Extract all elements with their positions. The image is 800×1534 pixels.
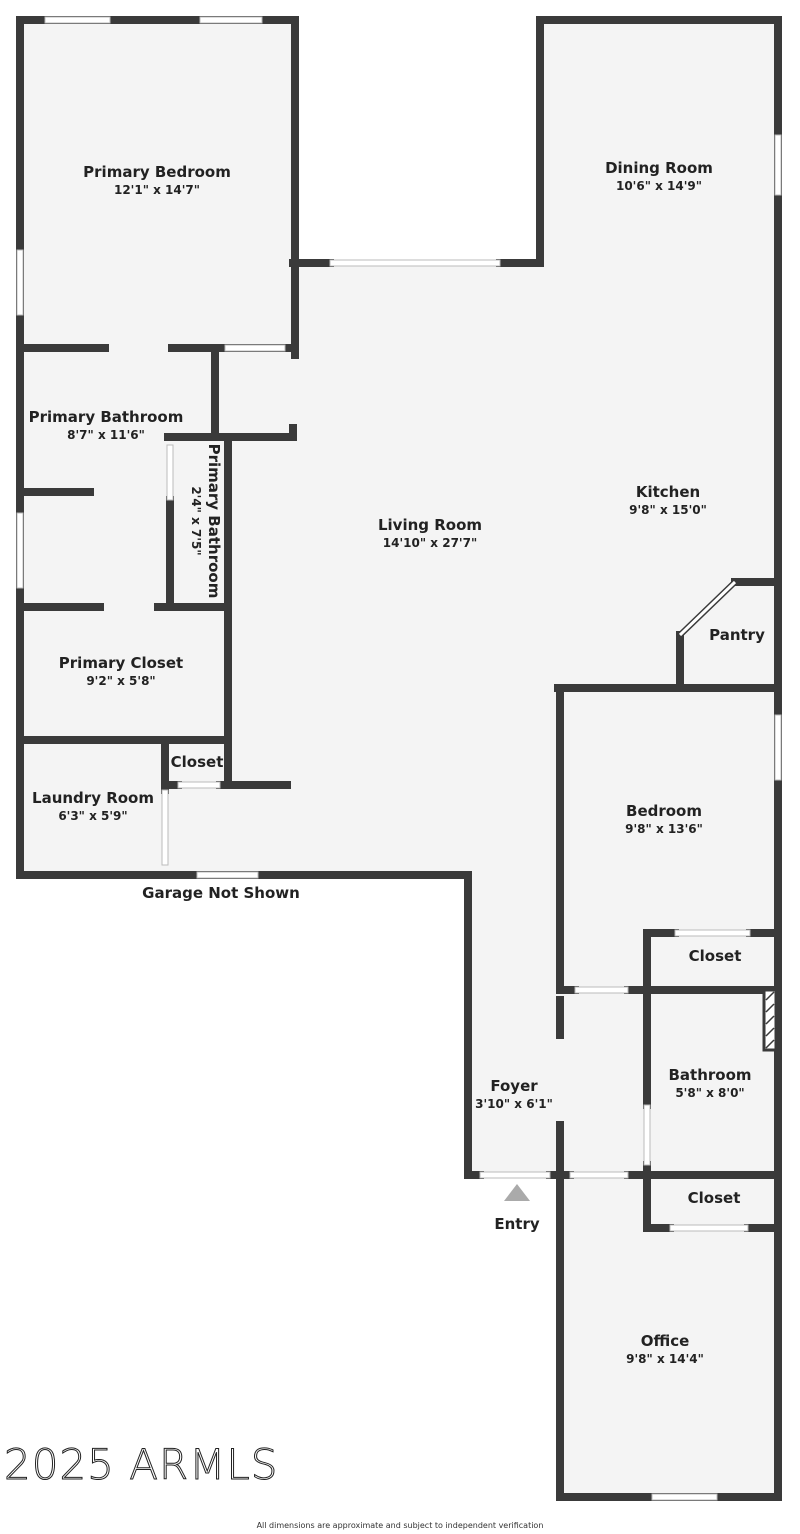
room-closet-laundry: Closet (171, 753, 224, 771)
room-name: Primary Bedroom (83, 163, 231, 181)
room-dims: 2'4" x 7'5" (189, 486, 203, 556)
footer-disclaimer: All dimensions are approximate and subje… (256, 1521, 544, 1530)
entry-label-text: Entry (494, 1215, 540, 1233)
room-closet-office: Closet (688, 1189, 741, 1207)
room-name: Closet (687, 1189, 741, 1207)
room-office: Office 9'8" x 14'4" (626, 1332, 704, 1366)
windows (16, 16, 782, 1501)
room-name: Primary Closet (58, 654, 184, 672)
room-laundry-room: Laundry Room 6'3" x 5'9" (32, 789, 154, 823)
room-name: Bathroom (668, 1066, 752, 1084)
room-dims: 8'7" x 11'6" (67, 428, 145, 442)
room-dining-room: Dining Room 10'6" x 14'9" (605, 159, 713, 193)
room-name: Primary Bathroom (205, 443, 223, 599)
room-name: Closet (170, 753, 224, 771)
room-name: Dining Room (605, 159, 713, 177)
room-living-room: Living Room 14'10" x 27'7" (378, 516, 482, 550)
room-dims: 12'1" x 14'7" (113, 183, 201, 197)
room-primary-closet: Primary Closet 9'2" x 5'8" (59, 654, 183, 688)
garage-note: Garage Not Shown (142, 884, 300, 902)
watermark: 2025 ARMLS (3, 1440, 279, 1490)
room-kitchen: Kitchen 9'8" x 15'0" (629, 483, 707, 517)
room-dims: 9'8" x 14'4" (626, 1352, 704, 1366)
room-primary-bedroom: Primary Bedroom 12'1" x 14'7" (83, 163, 231, 197)
room-dims: 14'10" x 27'7" (382, 536, 478, 550)
room-primary-bathroom: Primary Bathroom 8'7" x 11'6" (29, 408, 184, 442)
room-name: Laundry Room (32, 789, 154, 807)
room-name: Bedroom (626, 802, 702, 820)
hatched-fixture (762, 988, 778, 1052)
room-closet-bedroom: Closet (689, 947, 742, 965)
room-foyer: Foyer 3'10" x 6'1" (475, 1077, 553, 1111)
room-pantry: Pantry (709, 626, 765, 644)
entry-arrow-icon (504, 1184, 530, 1201)
entry-label: Entry (494, 1215, 539, 1233)
room-dims: 9'8" x 15'0" (629, 503, 707, 517)
room-name: Closet (688, 947, 742, 965)
room-dims: 5'8" x 8'0" (675, 1086, 745, 1100)
floor-area (20, 20, 780, 1497)
room-name: Office (640, 1332, 690, 1350)
room-name: Living Room (377, 516, 483, 534)
room-dims: 9'2" x 5'8" (86, 674, 156, 688)
room-bathroom: Bathroom 5'8" x 8'0" (668, 1066, 751, 1100)
walls (16, 16, 782, 1501)
room-dims: 6'3" x 5'9" (58, 809, 128, 823)
room-name: Kitchen (635, 483, 701, 501)
room-bedroom: Bedroom 9'8" x 13'6" (625, 802, 703, 836)
garage-note-text: Garage Not Shown (142, 884, 300, 902)
room-dims: 3'10" x 6'1" (475, 1097, 553, 1111)
room-name: Pantry (709, 626, 765, 644)
room-name: Foyer (490, 1077, 538, 1095)
room-dims: 10'6" x 14'9" (615, 179, 703, 193)
room-dims: 9'8" x 13'6" (625, 822, 703, 836)
room-name: Primary Bathroom (28, 408, 184, 426)
